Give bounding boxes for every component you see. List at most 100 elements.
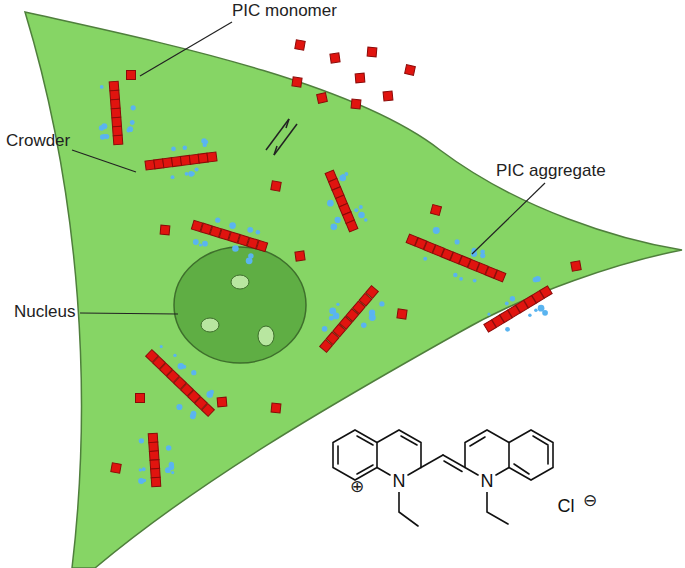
pic-square <box>317 93 328 104</box>
crowder-dot <box>204 140 208 144</box>
pic-square <box>330 53 340 63</box>
crowder-dot <box>169 464 175 470</box>
crowder-dot <box>473 279 477 283</box>
equilibrium-arrows <box>266 119 297 155</box>
pic-square <box>113 126 123 136</box>
crowder-dot <box>171 147 176 152</box>
crowder-dot <box>247 227 253 233</box>
pic-square <box>355 73 365 83</box>
crowder-dot <box>480 253 485 258</box>
part-label: Nucleus <box>14 303 75 322</box>
crowder-dot <box>335 217 341 223</box>
crowder-dot <box>359 205 363 209</box>
crowder-dot <box>322 326 328 332</box>
pic-square <box>150 460 160 470</box>
pic-square <box>346 220 358 232</box>
crowder-dot <box>510 296 515 301</box>
pic-square <box>148 433 158 443</box>
crowder-dot <box>139 438 144 443</box>
pic-square <box>271 403 281 413</box>
part-label: Crowder <box>6 132 70 151</box>
atom-label: N <box>392 472 407 492</box>
crowder-dot <box>182 145 187 150</box>
crowder-dot <box>173 354 176 357</box>
crowder-dot <box>99 125 105 131</box>
pic-square <box>202 404 215 417</box>
pic-square <box>113 135 123 145</box>
pic-square <box>160 225 170 235</box>
pic-square <box>110 90 120 100</box>
crowder-dot <box>505 327 510 332</box>
crowder-dot <box>138 478 144 484</box>
nucleolus <box>231 275 249 289</box>
pic-square <box>112 117 122 127</box>
crowder-dot <box>361 323 367 329</box>
pic-square <box>397 309 407 319</box>
crowder-dot <box>256 230 261 235</box>
crowder-dot <box>535 276 541 282</box>
crowder-dot <box>534 308 538 312</box>
leader-lines <box>72 22 545 314</box>
crowder-dot <box>142 467 146 471</box>
crowder-dot <box>354 208 358 212</box>
pic-square <box>149 451 159 461</box>
crowder-dot <box>327 200 334 207</box>
crowder-dot <box>195 168 199 172</box>
crowder-dot <box>206 391 213 398</box>
crowder-dot <box>339 175 346 182</box>
crowder-dot <box>126 128 130 132</box>
nucleolus <box>201 318 219 332</box>
crowder-dot <box>188 171 194 177</box>
pic-square <box>405 65 416 76</box>
pic-square <box>136 394 145 403</box>
crowder-dot <box>248 253 253 258</box>
crowder-dot <box>455 239 460 244</box>
nucleolus <box>258 326 274 346</box>
crowder-dot <box>329 316 334 321</box>
crowder-dot <box>331 224 338 231</box>
crowder-dot <box>160 345 163 348</box>
pic-square <box>151 477 161 487</box>
pic-square <box>295 40 305 50</box>
pic-square <box>367 47 377 57</box>
crowders <box>99 85 548 484</box>
crowder-dot <box>538 305 545 312</box>
crowder-dot <box>487 313 490 316</box>
crowder-dot <box>182 365 186 369</box>
crowder-dot <box>433 227 440 234</box>
pic-square <box>149 442 159 452</box>
crowder-dot <box>199 243 202 246</box>
crowder-dot <box>528 314 532 318</box>
pic-structure <box>333 430 553 526</box>
crowder-dot <box>171 175 175 179</box>
pic-square <box>351 99 361 109</box>
nucleus <box>174 247 306 363</box>
pic-square <box>109 81 119 91</box>
charge-label: ⊖ <box>583 492 597 511</box>
part-label: PIC aggregate <box>496 162 606 181</box>
crowder-dot <box>191 370 196 375</box>
pic-square <box>217 397 227 407</box>
crowder-dot <box>185 172 189 176</box>
pic-square <box>571 261 581 271</box>
crowder-dot <box>423 257 427 261</box>
pic-square <box>151 468 161 478</box>
crowder-dot <box>171 471 174 474</box>
pic-square <box>111 99 121 109</box>
pic-square <box>494 270 506 282</box>
crowder-dot <box>344 172 348 176</box>
crowder-dot <box>215 218 220 223</box>
crowder-dot <box>202 241 208 247</box>
pic-square <box>111 108 121 118</box>
pic-square <box>366 286 379 299</box>
crowder-dot <box>336 303 339 306</box>
pic-square <box>295 251 305 261</box>
crowder-dot <box>103 134 107 138</box>
crowder-dot <box>193 239 199 245</box>
pic-square <box>111 463 121 473</box>
crowder-dot <box>232 245 239 252</box>
pic-square <box>383 91 393 101</box>
pic-square <box>430 204 441 215</box>
atom-label: N <box>480 472 495 492</box>
